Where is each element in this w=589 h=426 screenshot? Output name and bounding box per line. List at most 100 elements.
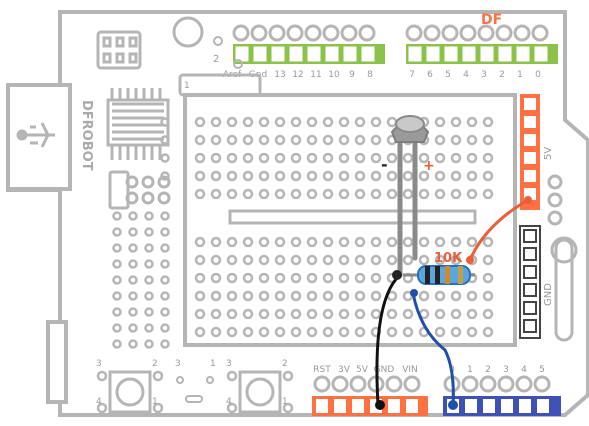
right-ring [547,192,563,208]
breadboard-hole [482,116,494,128]
breadboard-hole [482,236,494,248]
breadboard-hole [128,211,138,221]
button-right[interactable] [238,370,282,414]
breadboard-hole [466,326,478,338]
gnd-pin[interactable] [523,265,537,279]
small-pad-2 [233,59,243,69]
breadboard-hole [274,254,286,266]
pad-b [206,376,214,384]
breadboard-hole [160,275,170,285]
power-label: VIN [402,365,418,375]
digital-pin-label: 3 [481,70,487,80]
analog-pin[interactable] [519,399,531,413]
breadboard-hole [160,307,170,317]
breadboard-hole [274,272,286,284]
gnd-pin[interactable] [523,247,537,261]
right-ring [547,174,563,190]
analog-pin[interactable] [501,399,513,413]
breadboard-hole [338,254,350,266]
breadboard-hole [482,152,494,164]
breadboard-hole [160,135,170,145]
breadboard-hole [466,116,478,128]
breadboard-hole [274,152,286,164]
breadboard-hole [290,326,302,338]
reset-button-left[interactable] [108,370,152,414]
power-label: GND [374,365,395,375]
breadboard-hole [450,188,462,200]
gnd-pin[interactable] [523,301,537,315]
gnd-pin[interactable] [523,283,537,297]
breadboard-hole [402,170,414,182]
header-ring [513,24,531,42]
orange-header-pin[interactable] [524,134,536,146]
header-pin[interactable] [235,46,249,62]
header-pin[interactable] [307,46,321,62]
breadboard-hole [450,308,462,320]
header-pin[interactable] [444,46,458,62]
breadboard-hole [112,259,122,269]
breadboard-hole [290,254,302,266]
mid-conn-ring [125,175,139,189]
header-ring [495,24,513,42]
header-pin[interactable] [343,46,357,62]
orange-header-pin[interactable] [524,170,536,182]
breadboard-hole [306,152,318,164]
power-pin[interactable] [334,399,346,413]
breadboard-hole [306,134,318,146]
breadboard-hole [242,188,254,200]
analog-pin[interactable] [537,399,549,413]
ic-chip [106,88,170,160]
breadboard-hole [322,308,334,320]
header-pin[interactable] [462,46,476,62]
breadboard-hole [274,326,286,338]
header-pin[interactable] [498,46,512,62]
breadboard-hole [290,134,302,146]
digital-pin-label: 12 [292,70,303,80]
orange-header-pin[interactable] [524,152,536,164]
header-ring [340,24,358,42]
gnd-pin[interactable] [523,229,537,243]
breadboard-hole [386,254,398,266]
resistor-left-pin [392,270,402,280]
breadboard-hole [210,254,222,266]
analog-pin[interactable] [483,399,495,413]
header-pin[interactable] [289,46,303,62]
header-pin[interactable] [253,46,267,62]
header-ring [531,24,549,42]
header-ring [250,24,268,42]
breadboard-hole [450,152,462,164]
analog-pin[interactable] [465,399,477,413]
breadboard-hole [194,290,206,302]
orange-header-pin[interactable] [524,116,536,128]
header-ring [286,24,304,42]
breadboard-hole [322,134,334,146]
breadboard-hole [322,152,334,164]
power-pin[interactable] [406,399,418,413]
breadboard-hole [322,170,334,182]
breadboard-hole [144,323,154,333]
header-pin[interactable] [426,46,440,62]
button-pin [152,370,164,382]
header-pin[interactable] [361,46,375,62]
breadboard-channel [228,209,477,225]
header-pin[interactable] [480,46,494,62]
orange-header-pin[interactable] [524,98,536,110]
header-pin[interactable] [408,46,422,62]
gnd-pin[interactable] [523,319,537,333]
header-pin[interactable] [325,46,339,62]
power-pin[interactable] [316,399,328,413]
breadboard-hole [466,188,478,200]
breadboard-hole [274,236,286,248]
breadboard-hole [450,236,462,248]
breadboard-hole [210,290,222,302]
header-pin[interactable] [516,46,530,62]
breadboard-hole [242,134,254,146]
breadboard-hole [290,188,302,200]
power-pin[interactable] [352,399,364,413]
power-pin[interactable] [388,399,400,413]
header-pin[interactable] [271,46,285,62]
breadboard-hole [226,290,238,302]
small-led [185,395,203,403]
header-pin[interactable] [534,46,548,62]
breadboard-hole [482,134,494,146]
